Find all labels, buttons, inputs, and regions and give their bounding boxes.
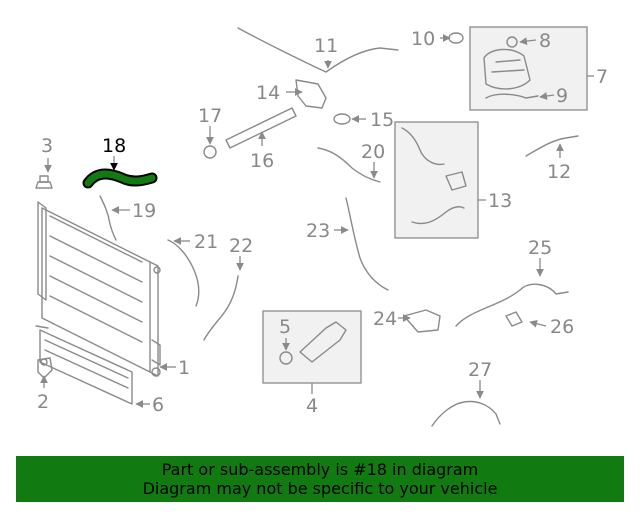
thermostat-housing[interactable] [295, 79, 327, 109]
callout-12: 12 [547, 161, 571, 183]
o-ring[interactable] [203, 145, 217, 159]
callout-26: 26 [550, 316, 574, 338]
sensor-o-ring[interactable] [279, 351, 293, 365]
hose-20[interactable] [317, 147, 381, 183]
callout-16: 16 [250, 150, 274, 172]
reservoir-cap[interactable] [506, 36, 518, 48]
gasket[interactable] [333, 113, 351, 125]
callout-18: 18 [102, 135, 126, 157]
callout-27: 27 [468, 359, 492, 381]
callout-5: 5 [279, 316, 291, 338]
bracket[interactable] [37, 357, 53, 379]
clip-10[interactable] [448, 32, 464, 44]
hose-19[interactable] [99, 195, 117, 241]
hose-22[interactable] [203, 275, 239, 341]
callout-11: 11 [314, 35, 338, 57]
hose-27[interactable] [431, 400, 501, 427]
callout-9: 9 [556, 85, 568, 107]
callout-14: 14 [256, 82, 280, 104]
sensor[interactable] [299, 321, 347, 363]
callout-15: 15 [370, 109, 394, 131]
callout-1: 1 [178, 357, 190, 379]
hose-12[interactable] [525, 135, 579, 157]
callout-8: 8 [539, 30, 551, 52]
callout-3: 3 [41, 135, 53, 157]
leader-lines [40, 34, 594, 408]
info-banner: Part or sub-assembly is #18 in diagram D… [16, 456, 624, 502]
banner-line-1: Part or sub-assembly is #18 in diagram [161, 460, 479, 479]
line-11[interactable] [237, 27, 399, 73]
callout-2: 2 [37, 391, 49, 413]
callout-25: 25 [528, 237, 552, 259]
callout-22: 22 [229, 235, 253, 257]
banner-line-2: Diagram may not be specific to your vehi… [142, 479, 498, 498]
callout-6: 6 [152, 394, 164, 416]
callout-4: 4 [306, 395, 318, 417]
callout-21: 21 [194, 231, 218, 253]
hose-kit-box [394, 121, 479, 239]
callout-17: 17 [198, 105, 222, 127]
hose-kit[interactable] [401, 127, 467, 225]
callout-20: 20 [361, 141, 385, 163]
condenser[interactable] [35, 325, 133, 405]
radiator[interactable] [37, 201, 161, 377]
parts-diagram: 18 3 19 21 22 1 2 6 11 10 8 7 9 14 15 16… [35, 26, 608, 427]
callout-7: 7 [596, 66, 608, 88]
upper-radiator-hose-fill [84, 170, 156, 187]
callout-13: 13 [488, 190, 512, 212]
hose-21[interactable] [167, 239, 200, 307]
tube-16[interactable] [225, 107, 297, 149]
reservoir[interactable] [483, 48, 531, 90]
tube-23[interactable] [345, 197, 389, 291]
callout-23: 23 [306, 220, 330, 242]
valve-24[interactable] [403, 309, 441, 333]
hose-9[interactable] [485, 93, 539, 99]
tube-25[interactable] [455, 283, 569, 327]
sensor-box [262, 310, 362, 384]
clip-26[interactable] [505, 311, 523, 327]
callout-24: 24 [373, 308, 397, 330]
callout-19: 19 [132, 200, 156, 222]
callout-10: 10 [411, 28, 435, 50]
radiator-cap[interactable] [35, 175, 53, 189]
